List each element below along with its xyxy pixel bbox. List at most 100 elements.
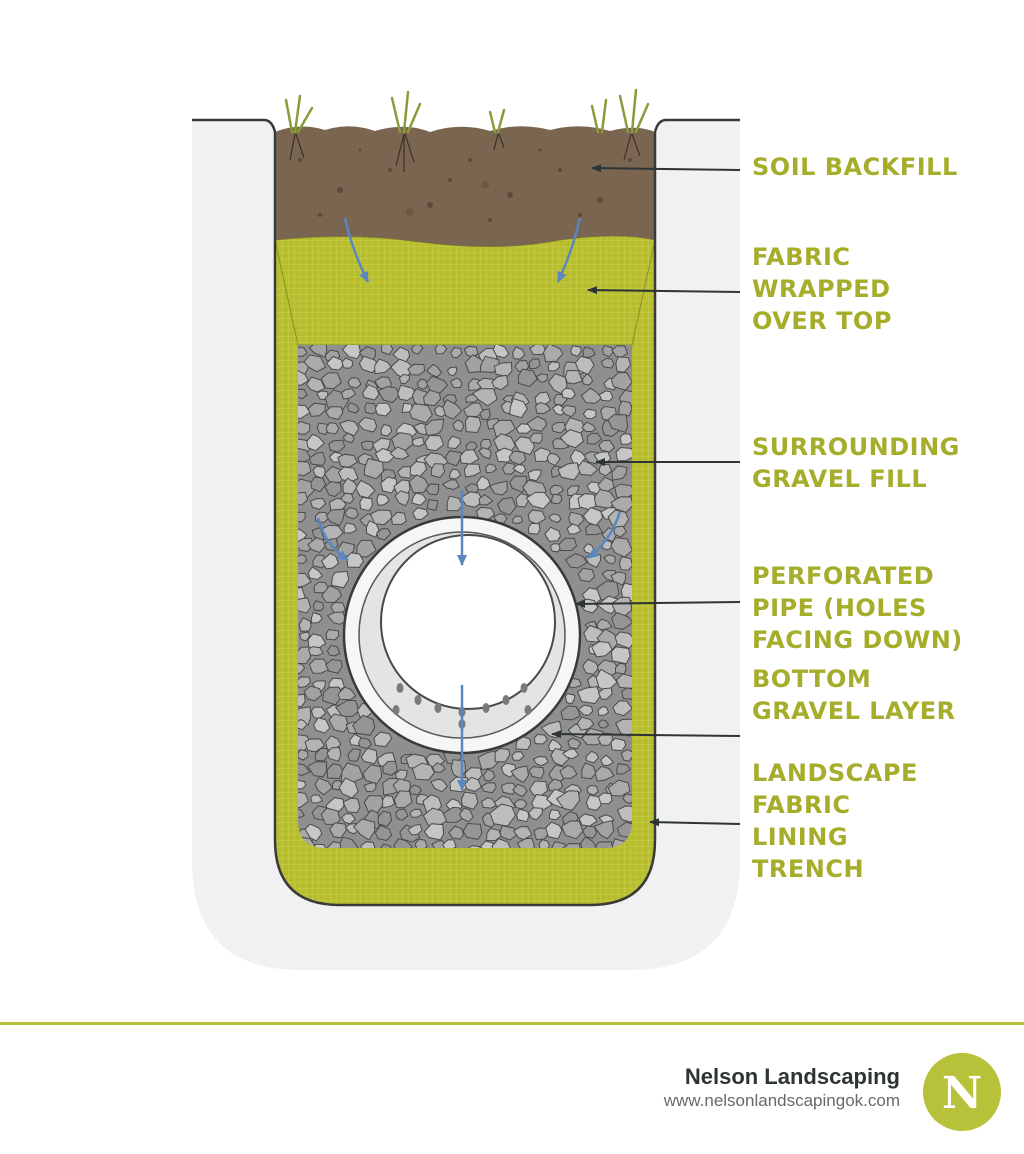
gravel-stone <box>340 492 355 505</box>
gravel-stone <box>374 402 392 417</box>
gravel-stone <box>607 414 629 433</box>
gravel-stone <box>410 345 424 355</box>
gravel-stone <box>538 839 551 848</box>
gravel-stone <box>491 838 512 848</box>
gravel-stone <box>480 782 497 794</box>
gravel-stone <box>310 611 323 624</box>
gravel-stone <box>529 432 543 444</box>
gravel-stone <box>339 836 359 848</box>
gravel-stone <box>464 415 482 434</box>
gravel-stone <box>360 747 378 765</box>
gravel-stone <box>298 617 312 632</box>
gravel-stone <box>551 841 568 848</box>
gravel-stone <box>393 790 413 809</box>
gravel-stone <box>478 494 494 506</box>
gravel-stone <box>362 764 383 785</box>
water-flow-arrow-icon <box>316 517 349 562</box>
footer-divider <box>0 1022 1024 1025</box>
gravel-stone <box>307 761 328 778</box>
gravel-stone <box>618 556 632 571</box>
gravel-stone <box>548 513 562 523</box>
gravel-stone <box>411 492 427 506</box>
gravel-stone <box>614 631 632 649</box>
gravel-stone <box>344 507 360 520</box>
gravel-stone <box>298 779 307 790</box>
gravel-stone <box>313 581 330 594</box>
gravel-stone <box>298 791 310 810</box>
gravel-stone <box>598 390 614 402</box>
gravel-stone <box>298 404 311 420</box>
gravel-stone <box>298 597 312 614</box>
gravel-stone <box>482 768 496 782</box>
gravel-stone <box>512 464 527 475</box>
gravel-stone <box>314 777 333 796</box>
gravel-stone <box>320 372 342 390</box>
gravel-stone <box>528 358 541 370</box>
gravel-stone <box>619 433 632 445</box>
gravel-stone <box>320 807 341 825</box>
gravel-stone <box>598 463 613 477</box>
gravel-stone <box>423 823 445 841</box>
gravel-stone <box>309 498 327 510</box>
gravel-stone <box>559 764 578 779</box>
gravel-stone <box>409 403 433 424</box>
gravel-stone <box>328 713 349 733</box>
gravel-stone <box>298 587 306 601</box>
gravel-stone <box>337 686 357 701</box>
gravel-stone <box>432 762 446 774</box>
gravel-stone <box>550 493 563 505</box>
gravel-stone <box>442 399 463 420</box>
gravel-stone <box>424 434 445 452</box>
gravel-stone <box>298 676 312 689</box>
gravel-stone <box>560 404 577 418</box>
gravel-stone <box>618 400 632 417</box>
gravel-stone <box>580 387 603 404</box>
gravel-stone <box>477 750 500 771</box>
gravel-stone <box>304 738 326 753</box>
gravel-stone <box>564 693 576 705</box>
gravel-stone <box>600 357 615 369</box>
gravel-stone <box>582 408 597 420</box>
gravel-stone <box>395 808 409 821</box>
gravel-stone <box>298 420 311 435</box>
gravel-stone <box>449 468 462 480</box>
gravel-stone <box>298 491 309 506</box>
gravel-stone <box>430 463 446 479</box>
gravel-stone <box>580 836 598 848</box>
gravel-stone <box>570 345 582 358</box>
gravel-stone <box>325 422 340 435</box>
gravel-stone <box>298 554 308 564</box>
gravel-stone <box>581 421 597 433</box>
gravel-stone <box>527 807 543 821</box>
gravel-stone <box>510 765 530 784</box>
gravel-stone <box>593 819 615 840</box>
gravel-stone <box>450 346 463 359</box>
gravel-stone <box>494 747 511 763</box>
gravel-stone <box>598 792 613 805</box>
gravel-stone <box>360 841 376 848</box>
gravel-stone <box>305 376 326 393</box>
grass-roots <box>289 133 641 172</box>
gravel-stone <box>411 762 435 781</box>
gravel-stone <box>445 450 463 467</box>
gravel-stone <box>581 762 597 780</box>
gravel-stone <box>600 754 615 767</box>
gravel-stone <box>516 837 536 848</box>
gravel-stone <box>326 746 342 762</box>
brand-url[interactable]: www.nelsonlandscapingok.com <box>663 1091 900 1110</box>
gravel-stone <box>495 447 514 463</box>
gravel-stone <box>446 495 464 512</box>
label-landscape-fabric-lining: LANDSCAPE FABRIC LINING TRENCH <box>752 759 918 883</box>
gravel-stone <box>564 553 588 569</box>
gravel-stone <box>610 612 632 630</box>
gravel-stone <box>557 462 581 481</box>
gravel-stone <box>313 717 331 734</box>
gravel-stone <box>594 765 615 782</box>
gravel-stone <box>329 822 347 839</box>
gravel-stone <box>360 440 375 451</box>
gravel-stone <box>380 476 398 494</box>
gravel-stone <box>298 346 308 358</box>
gravel-stone <box>558 537 578 552</box>
gravel-stone <box>555 790 581 811</box>
soil-speckles <box>298 148 632 222</box>
